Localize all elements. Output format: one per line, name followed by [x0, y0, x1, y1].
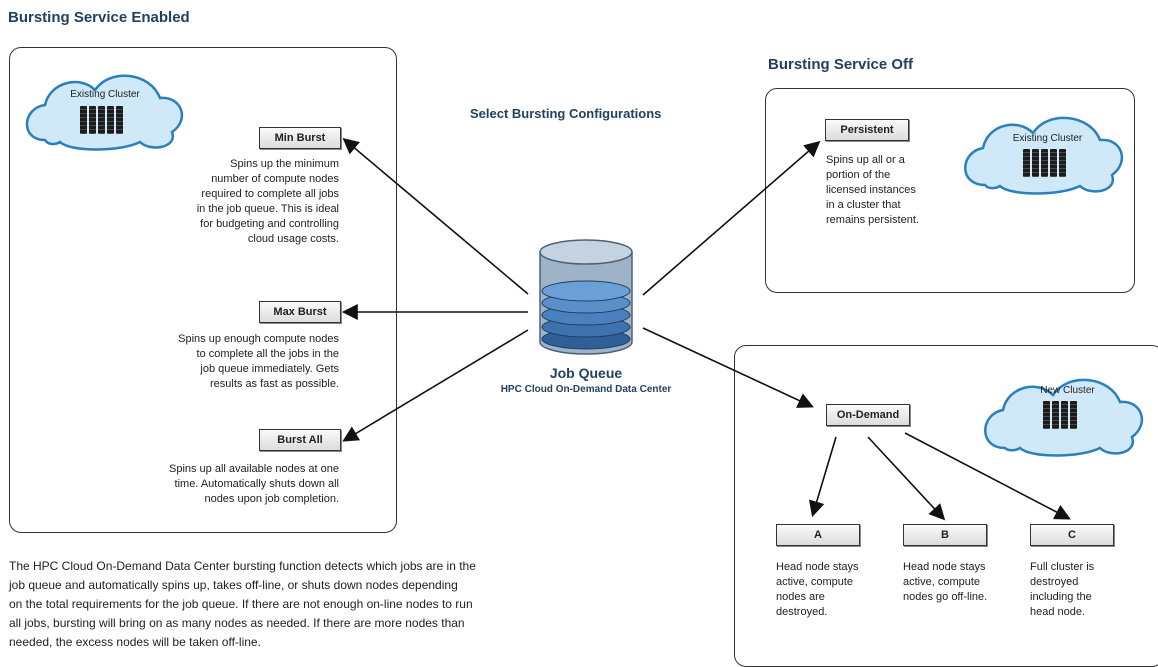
min-burst-button[interactable]: Min Burst	[259, 127, 341, 149]
option-b-button[interactable]: B	[903, 524, 987, 546]
server-rack-icon	[1023, 149, 1066, 177]
arrow-to-a	[808, 436, 837, 518]
persistent-button[interactable]: Persistent	[825, 119, 909, 141]
heading-bursting-off: Bursting Service Off	[768, 56, 914, 73]
description-paragraph: The HPC Cloud On-Demand Data Center burs…	[9, 559, 476, 649]
option-a-button[interactable]: A	[776, 524, 860, 546]
heading-select-configurations: Select Bursting Configurations	[470, 106, 662, 121]
cloud-label: Existing Cluster	[70, 89, 140, 100]
cloud-label: Existing Cluster	[1012, 133, 1083, 144]
on-demand-button[interactable]: On-Demand	[826, 404, 910, 426]
arrow-to-burst-all	[342, 329, 529, 442]
server-rack-icon	[80, 106, 123, 134]
arrow-to-c	[904, 432, 1071, 520]
arrow-to-persistent	[642, 140, 821, 296]
max-burst-description: Spins up enough compute nodes to complet…	[178, 333, 339, 390]
option-a-description: Head node stays active, compute nodes ar…	[776, 561, 859, 618]
cloud-new: New Cluster	[1005, 383, 1130, 443]
cloud-existing-right: Existing Cluster	[985, 131, 1110, 191]
cloud-existing-left: Existing Cluster	[40, 86, 170, 146]
job-queue-subtitle: HPC Cloud On-Demand Data Center	[500, 384, 672, 395]
job-queue-title: Job Queue	[549, 365, 623, 381]
max-burst-button[interactable]: Max Burst	[259, 301, 341, 323]
burst-all-description: Spins up all available nodes at one time…	[168, 463, 339, 505]
arrow-to-on-demand	[642, 327, 814, 408]
arrow-to-b	[867, 436, 946, 521]
persistent-description: Spins up all or a portion of the license…	[826, 154, 919, 226]
job-queue-icon	[539, 239, 633, 355]
burst-all-button[interactable]: Burst All	[259, 429, 341, 451]
option-c-button[interactable]: C	[1030, 524, 1114, 546]
arrow-to-min-burst	[342, 137, 529, 295]
min-burst-description: Spins up the minimum number of compute n…	[196, 158, 339, 245]
option-b-description: Head node stays active, compute nodes go…	[903, 561, 988, 603]
heading-bursting-enabled: Bursting Service Enabled	[8, 9, 190, 26]
cloud-label: New Cluster	[1040, 385, 1095, 396]
option-c-description: Full cluster is destroyed including the …	[1030, 561, 1095, 618]
server-rack-icon	[1043, 401, 1077, 429]
